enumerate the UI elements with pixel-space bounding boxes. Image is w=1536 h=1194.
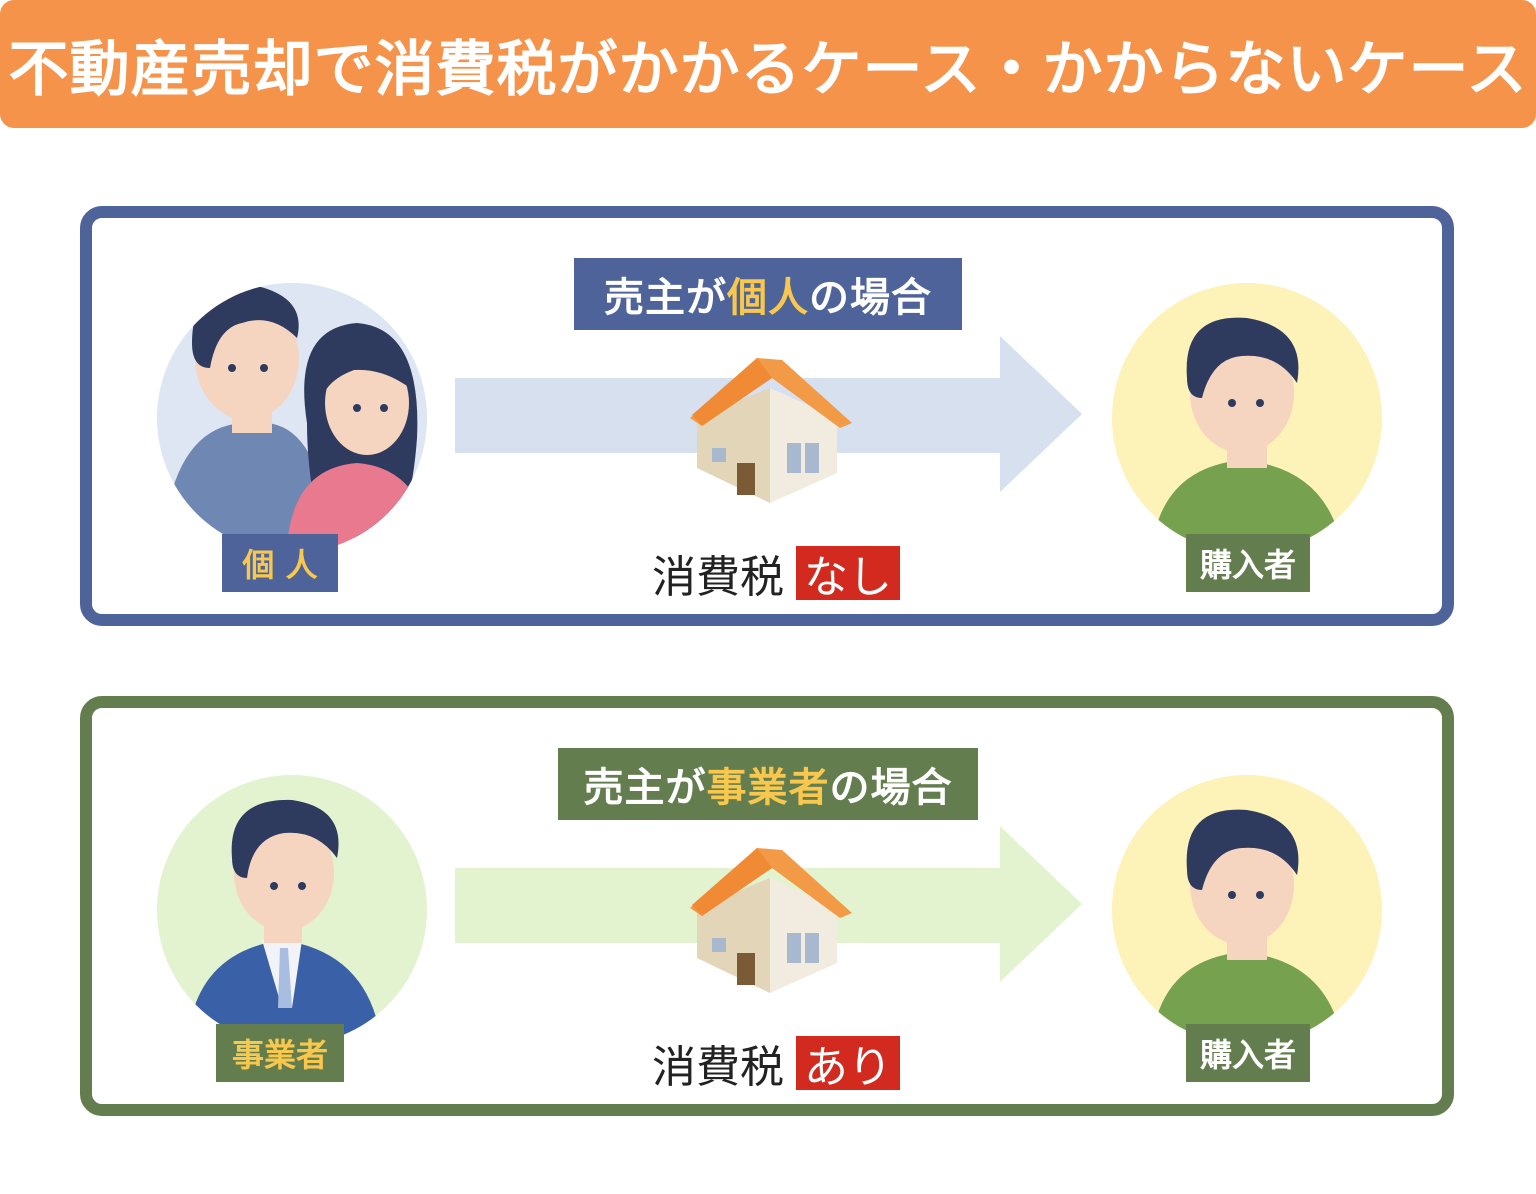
heading-highlight: 個人 <box>727 275 809 321</box>
tax-status: 消費税 あり <box>652 1034 900 1093</box>
heading-highlight: 事業者 <box>706 765 830 811</box>
case-individual-panel: 売主が個人の場合 個 人 購入者 消費税 なし <box>80 206 1454 626</box>
businessman-icon <box>187 799 382 1045</box>
case-heading: 売主が個人の場合 <box>574 258 962 330</box>
seller-label: 個 人 <box>222 534 338 592</box>
heading-prefix: 売主が <box>583 765 707 811</box>
case-business-illustration <box>157 775 1382 1045</box>
case-business-panel: 売主が事業者の場合 事業者 購入者 消費税 あり <box>80 696 1454 1116</box>
case-heading: 売主が事業者の場合 <box>558 748 978 820</box>
tax-label: 消費税 <box>652 552 784 603</box>
page-title: 不動産売却で消費税がかかるケース・かからないケース <box>8 34 1528 105</box>
heading-suffix: の場合 <box>829 765 953 811</box>
heading-prefix: 売主が <box>604 275 727 321</box>
tax-badge: あり <box>796 1036 900 1093</box>
tax-status: 消費税 なし <box>652 544 900 603</box>
case-individual-illustration <box>157 283 1382 553</box>
tax-badge: なし <box>796 546 900 603</box>
couple-icon <box>162 285 427 548</box>
buyer-icon <box>1152 317 1342 548</box>
title-bar: 不動産売却で消費税がかかるケース・かからないケース <box>0 0 1536 128</box>
tax-label: 消費税 <box>652 1042 784 1093</box>
buyer-icon <box>1152 809 1342 1040</box>
house-icon <box>690 848 852 993</box>
buyer-label: 購入者 <box>1186 534 1310 592</box>
buyer-label: 購入者 <box>1186 1024 1310 1082</box>
heading-suffix: の場合 <box>809 275 932 321</box>
seller-label: 事業者 <box>216 1024 344 1082</box>
house-icon <box>690 358 852 503</box>
